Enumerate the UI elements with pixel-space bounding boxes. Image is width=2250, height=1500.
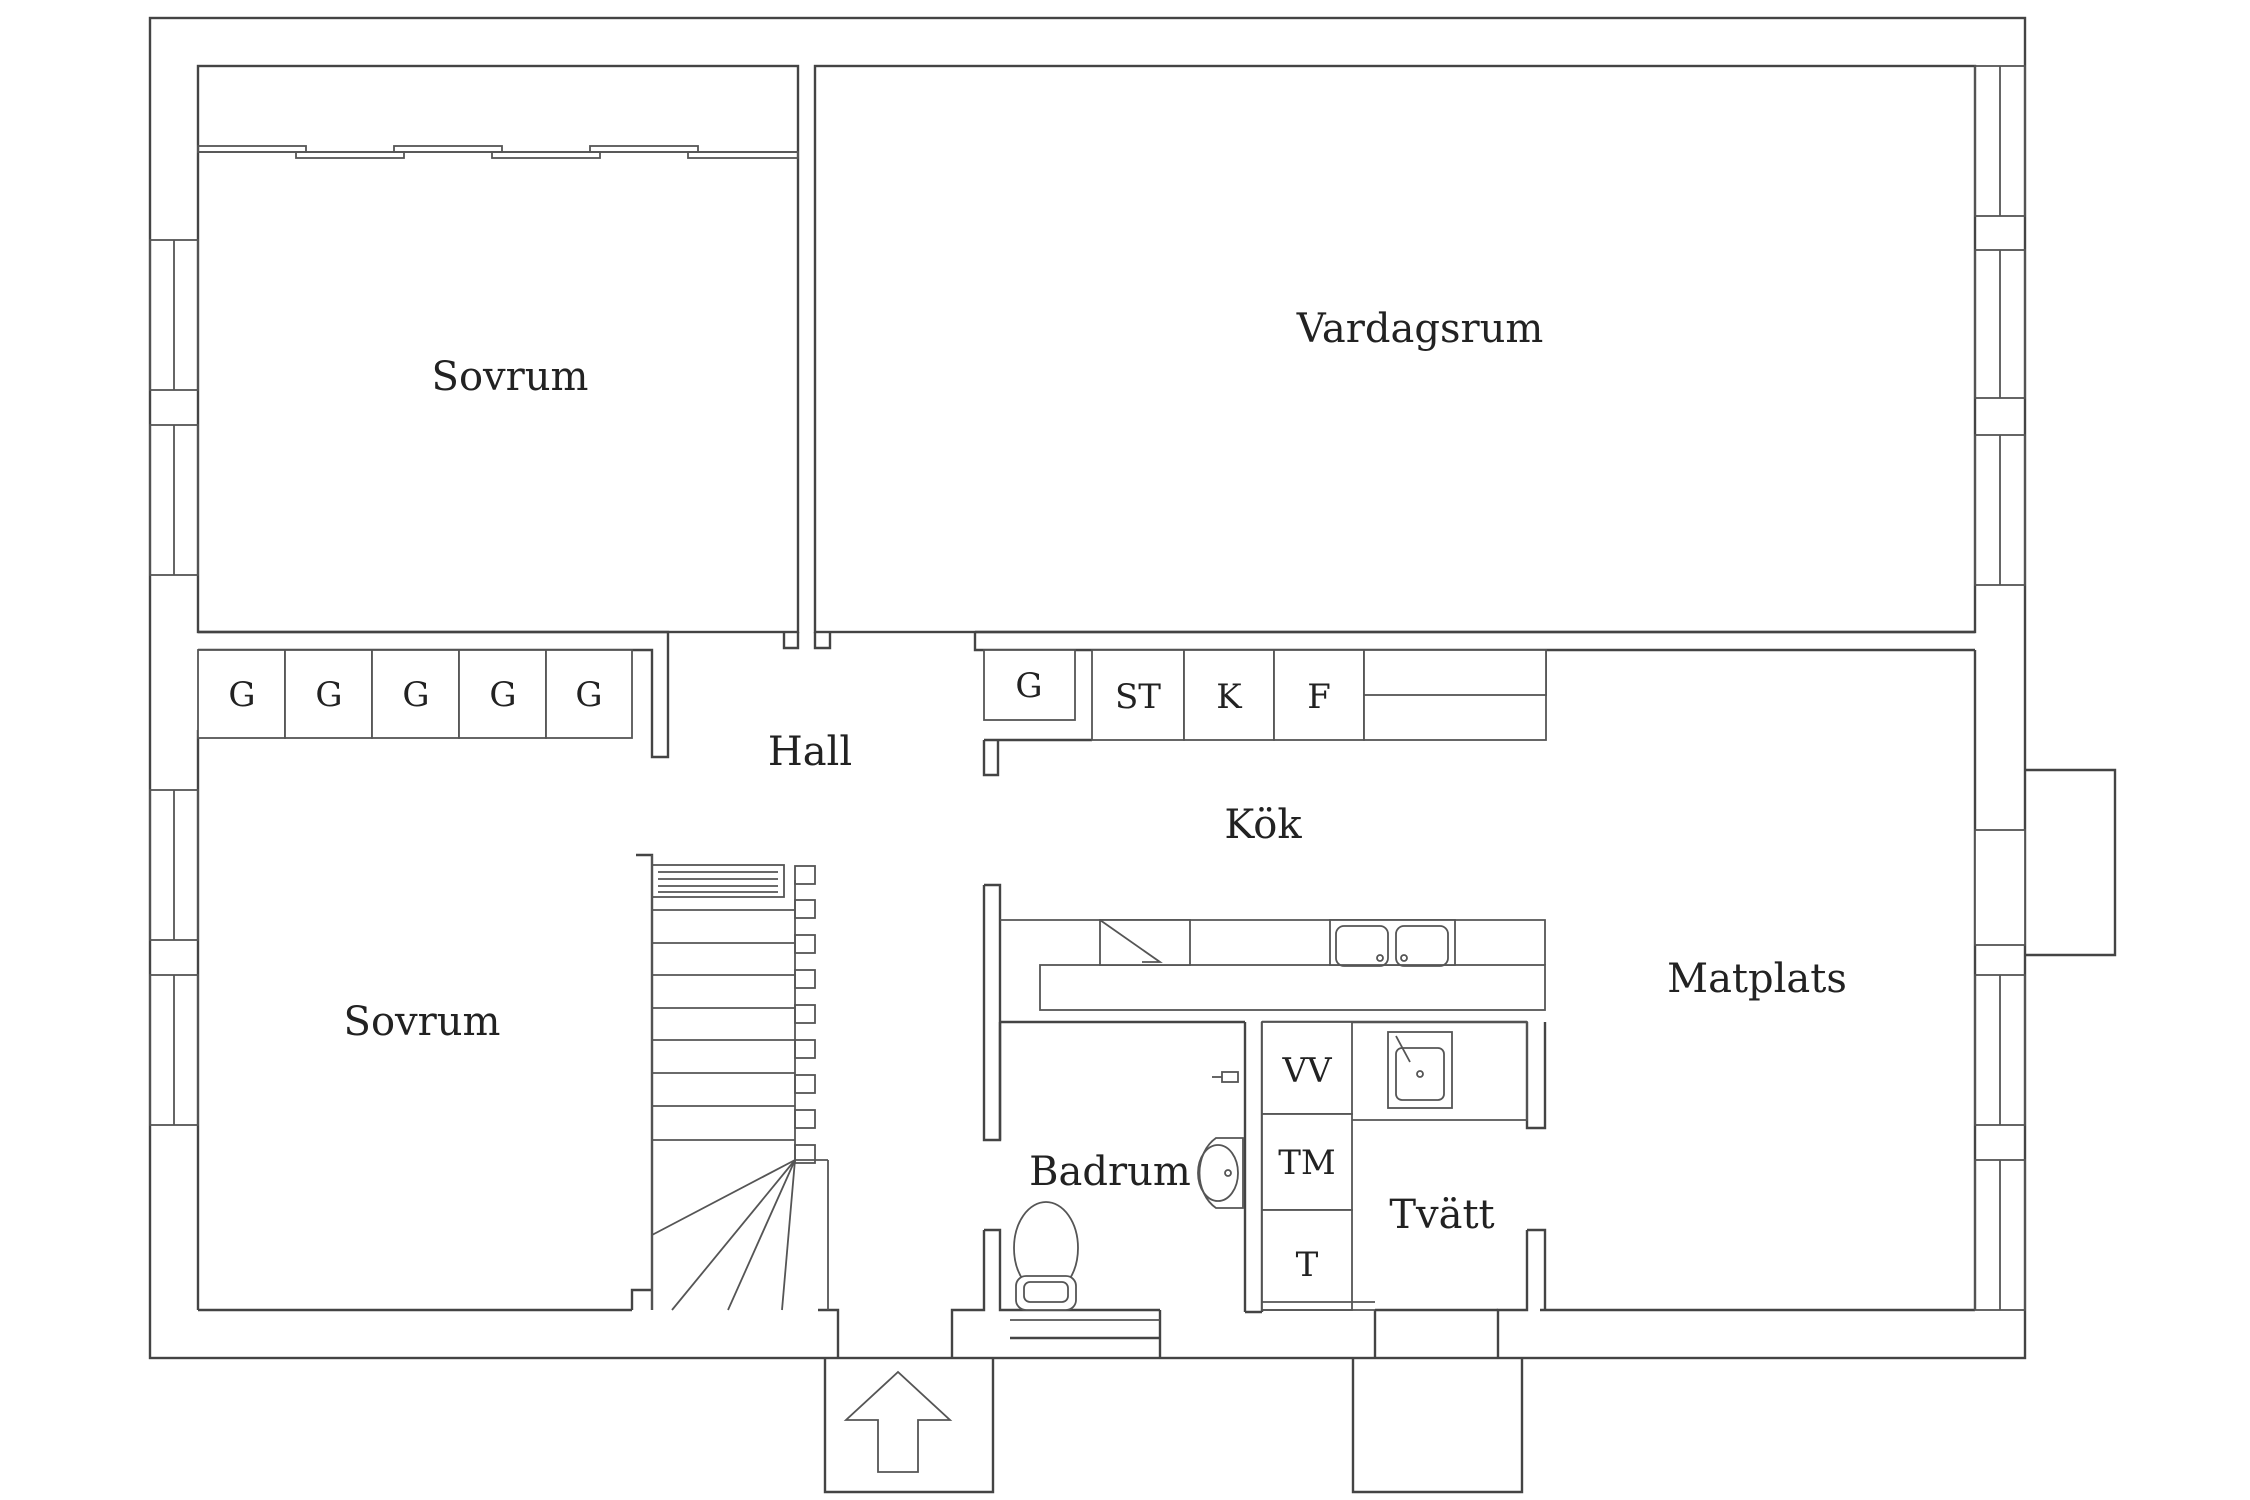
kitchen-counter <box>1000 919 1546 1011</box>
room-label-sovrum-bottom: Sovrum <box>344 999 501 1045</box>
room-label-hall: Hall <box>768 729 852 775</box>
wardrobe-label: G <box>228 675 255 715</box>
hall-wardrobe-label: G <box>1015 666 1042 706</box>
toilet-icon <box>1013 1201 1079 1311</box>
shower-valve-icon <box>1212 1071 1239 1083</box>
wardrobe-label: G <box>489 675 516 715</box>
kitchen-cabinet-label: K <box>1216 677 1242 717</box>
kitchen-upper-cabinets: ST K F <box>1091 649 1547 741</box>
utility-sink-icon <box>1387 1031 1453 1109</box>
kitchen-sink-icon <box>1329 919 1456 967</box>
window <box>149 789 199 941</box>
laundry-unit-label: TM <box>1278 1143 1336 1183</box>
window <box>1974 1159 2026 1311</box>
room-label-kok: Kök <box>1224 802 1302 848</box>
room-labels: Sovrum Vardagsrum Hall Kök Sovrum Matpla… <box>344 306 1847 1238</box>
room-label-badrum: Badrum <box>1029 1149 1191 1195</box>
hall-wardrobe: G <box>983 649 1076 721</box>
window <box>149 239 199 391</box>
up-arrow-icon <box>843 1370 953 1473</box>
window <box>149 974 199 1126</box>
window <box>149 424 199 576</box>
kitchen-cabinet-label: F <box>1307 677 1331 717</box>
window <box>1974 974 2026 1126</box>
sliding-wardrobe-doors <box>197 145 799 159</box>
wardrobe-row: G G G G G <box>197 649 633 739</box>
windows <box>149 65 2026 1311</box>
room-label-matplats: Matplats <box>1667 956 1847 1002</box>
laundry-units: VV TM T <box>1261 1021 1528 1311</box>
bathroom-fixtures <box>998 1022 1244 1321</box>
entrance <box>823 1358 1524 1494</box>
room-label-vardagsrum: Vardagsrum <box>1296 306 1544 352</box>
wardrobe-label: G <box>575 675 602 715</box>
laundry-unit-label: VV <box>1281 1051 1333 1091</box>
kitchen-cabinet-label: ST <box>1115 677 1161 717</box>
window <box>1974 249 2026 399</box>
window <box>1974 434 2026 586</box>
washbasin-icon <box>1197 1137 1244 1209</box>
laundry-unit-label: T <box>1296 1245 1319 1285</box>
wardrobe-label: G <box>402 675 429 715</box>
bay-window <box>1974 768 2117 957</box>
room-label-tvatt: Tvätt <box>1389 1192 1494 1238</box>
room-label-sovrum-top: Sovrum <box>432 354 589 400</box>
window <box>1974 65 2026 217</box>
staircase <box>636 853 829 1311</box>
wardrobe-label: G <box>315 675 342 715</box>
